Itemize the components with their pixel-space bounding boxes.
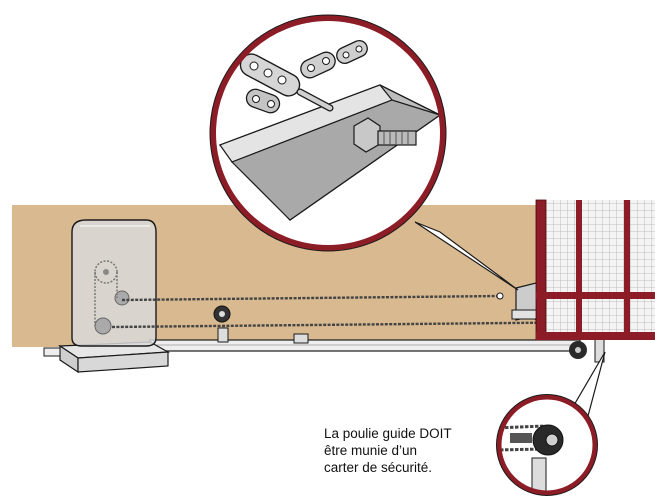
magnified-callout-bolt <box>209 14 447 252</box>
callout-pointer-top <box>414 221 519 291</box>
safety-caption: La poulie guide DOIT être munie d’un car… <box>324 425 452 476</box>
caption-line-3: carter de sécurité. <box>324 460 433 475</box>
magnified-callout-pulley <box>496 394 598 496</box>
gate-icon <box>535 199 655 341</box>
motor-unit-icon <box>71 219 157 347</box>
caption-line-2: être munie d’un <box>324 443 418 458</box>
caption-line-1: La poulie guide DOIT <box>324 426 452 441</box>
bolt-icon <box>353 117 417 153</box>
